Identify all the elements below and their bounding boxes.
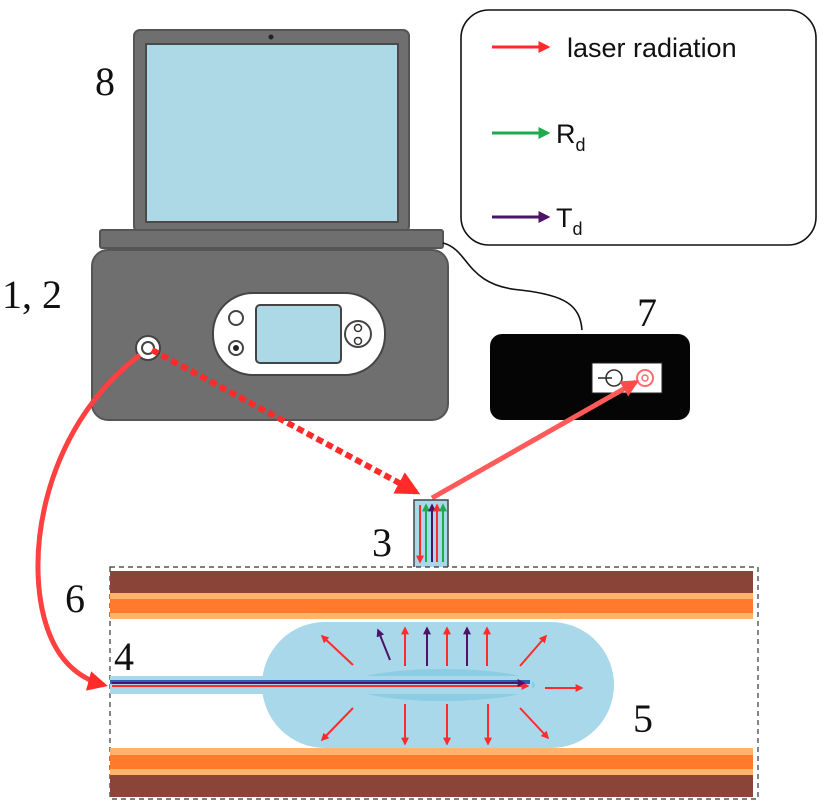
tissue-layer-bottom xyxy=(110,748,753,797)
power-button-icon xyxy=(228,310,244,326)
connector-socket-icon xyxy=(344,320,372,348)
webcam-icon xyxy=(268,34,274,40)
label-5: 5 xyxy=(633,696,653,741)
legend-td-label: Td xyxy=(556,203,583,239)
legend: laser radiation Rd Td xyxy=(460,9,817,246)
label-4: 4 xyxy=(114,634,134,679)
label-8: 8 xyxy=(95,59,115,104)
label-6: 6 xyxy=(65,576,85,621)
laptop-screen xyxy=(145,43,399,223)
data-cable xyxy=(442,242,583,331)
legend-rd-label: Rd xyxy=(556,119,586,155)
legend-laser-label: laser radiation xyxy=(567,33,737,63)
probe-to-detector-fiber xyxy=(430,379,640,501)
detector-body xyxy=(490,334,690,420)
laptop-computer xyxy=(99,29,444,249)
catheter-fiber xyxy=(110,676,532,694)
control-display xyxy=(255,304,342,364)
label-7: 7 xyxy=(637,290,657,335)
label-1-2: 1, 2 xyxy=(2,272,62,317)
tissue-layer-top xyxy=(110,571,753,619)
fiber-to-catheter xyxy=(35,353,142,691)
scattered-radiation-arrows xyxy=(320,626,584,746)
legend-box xyxy=(460,9,817,246)
integrating-probe xyxy=(413,499,449,569)
laptop-keyboard-base xyxy=(99,229,444,249)
fiber-to-probe-dashed xyxy=(150,347,421,495)
laser-source-unit xyxy=(91,249,449,421)
label-3: 3 xyxy=(372,520,392,565)
